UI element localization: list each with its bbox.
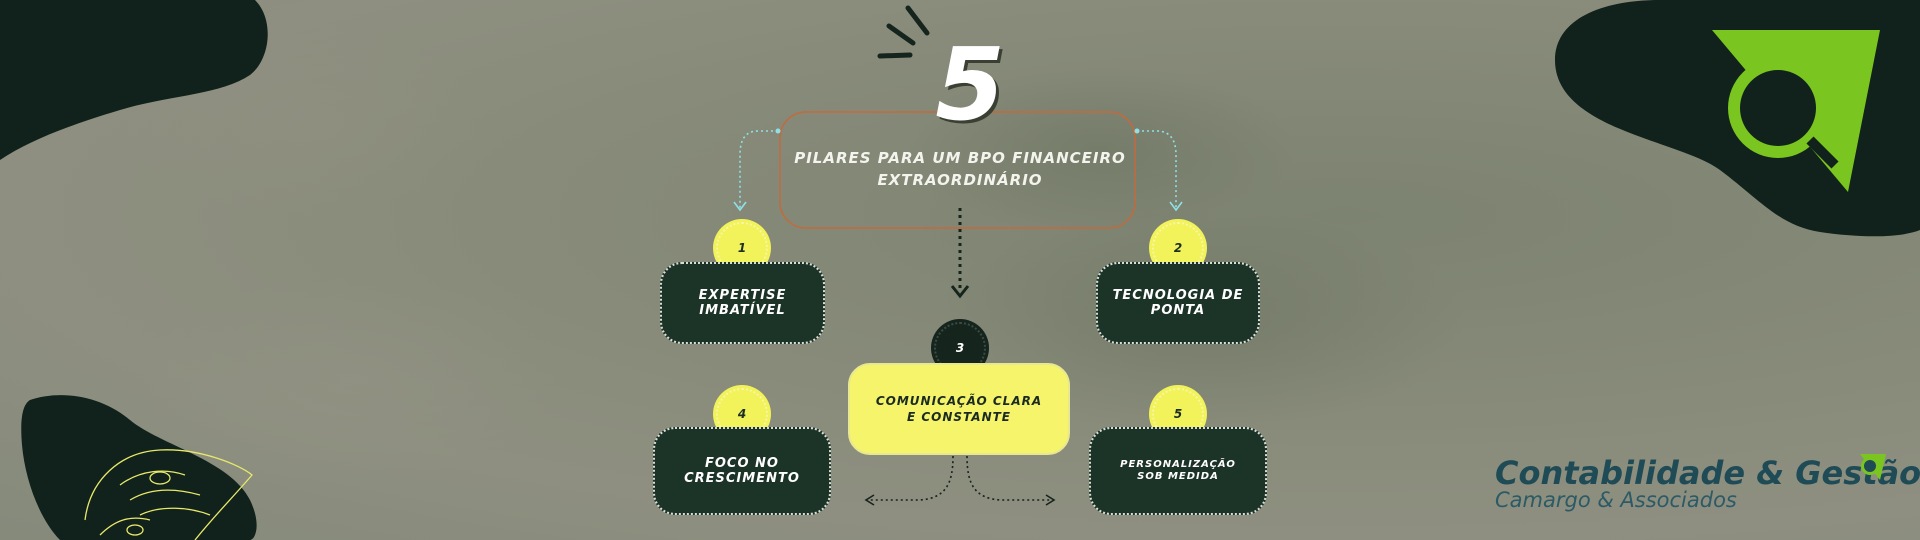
pillar-4-card: FOCO NO CRESCIMENTO bbox=[653, 427, 831, 515]
header-frame bbox=[779, 111, 1136, 229]
teal-connector-left bbox=[733, 130, 778, 212]
page-title: PILARES PARA UM BPO FINANCEIRO EXTRAORDI… bbox=[780, 147, 1140, 191]
brand-name: Contabilidade & Gestão bbox=[1495, 454, 1920, 492]
title-line-1: PILARES PARA UM BPO FINANCEIRO bbox=[794, 149, 1126, 167]
pillar-4-label: FOCO NO CRESCIMENTO bbox=[684, 456, 800, 486]
top-left-blob bbox=[0, 0, 268, 160]
big-number-five: 5 bbox=[935, 26, 1005, 143]
pillar-1-label: EXPERTISE IMBATÍVEL bbox=[698, 288, 787, 318]
spark-lines-icon bbox=[877, 5, 930, 59]
center-arrow-down bbox=[950, 208, 970, 299]
leaf-outline-icon bbox=[84, 449, 253, 540]
pillar-5-card: PERSONALIZAÇÃO SOB MEDIDA bbox=[1089, 427, 1267, 515]
pillar-2-label: TECNOLOGIA DE PONTA bbox=[1112, 288, 1244, 318]
green-circle-triangle-logo-icon bbox=[1712, 30, 1880, 192]
bottom-branch-connectors bbox=[864, 455, 1056, 506]
brand-block: Contabilidade & Gestão Camargo & Associa… bbox=[1495, 454, 1920, 512]
pillar-5-label: PERSONALIZAÇÃO SOB MEDIDA bbox=[1120, 459, 1236, 482]
teal-connector-right bbox=[1137, 130, 1183, 212]
pillar-2-card: TECNOLOGIA DE PONTA bbox=[1096, 262, 1260, 344]
brand-tagline: Camargo & Associados bbox=[1495, 488, 1737, 512]
title-line-2: EXTRAORDINÁRIO bbox=[877, 171, 1043, 189]
pillar-3-label: COMUNICAÇÃO CLARA E CONSTANTE bbox=[875, 394, 1043, 424]
bottom-left-blob bbox=[21, 395, 257, 540]
pillar-1-card: EXPERTISE IMBATÍVEL bbox=[660, 262, 825, 344]
pillar-3-card: COMUNICAÇÃO CLARA E CONSTANTE bbox=[848, 363, 1070, 455]
